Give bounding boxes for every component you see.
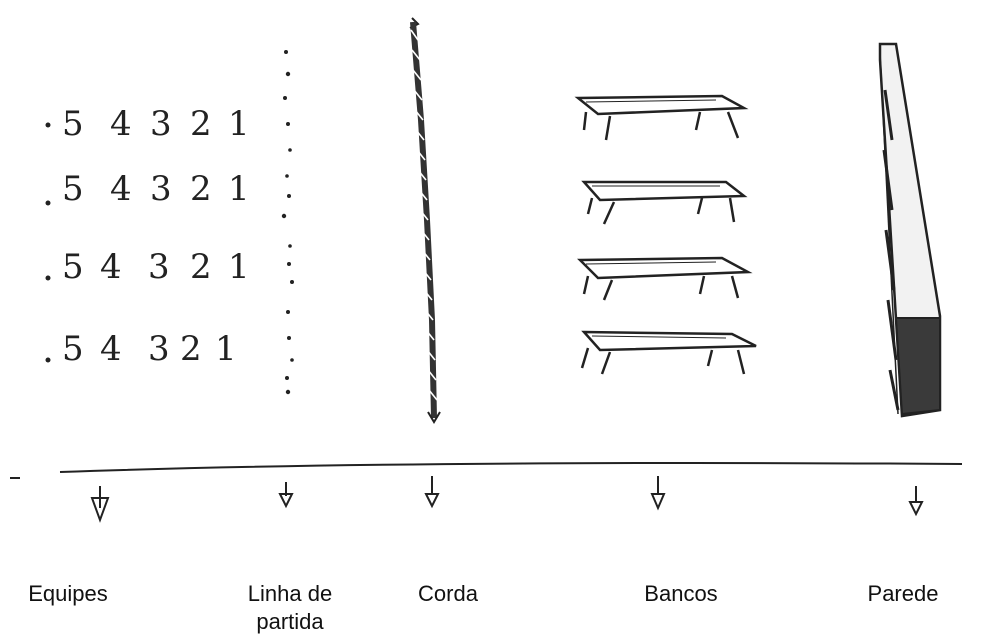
label-bancos-text: Bancos <box>644 581 718 606</box>
team-digit: 3 <box>148 329 170 369</box>
arrow-down-icon <box>278 482 294 509</box>
label-corda-text: Corda <box>418 581 478 606</box>
team-digit: 3 <box>150 169 172 209</box>
team-digit: 2 <box>190 247 212 287</box>
team-digit: 2 <box>190 104 212 144</box>
label-parede-text: Parede <box>867 581 939 606</box>
team-digit: 4 <box>110 104 132 144</box>
starting-line-dots <box>281 50 294 395</box>
arrow-down-icon <box>424 476 440 509</box>
baseline <box>10 462 963 479</box>
rope <box>409 17 441 424</box>
label-corda: Corda <box>400 580 496 608</box>
team-digit: 3 <box>148 247 170 287</box>
team-digit: 1 <box>228 247 250 287</box>
label-parede: Parede <box>848 580 958 608</box>
label-linha-line2: partida <box>256 609 324 634</box>
team-digit: 1 <box>228 104 250 144</box>
team-digit: 4 <box>100 329 122 369</box>
team-digit: 3 <box>150 104 172 144</box>
team-digit: 2 <box>180 329 202 369</box>
team-digit: 4 <box>110 169 132 209</box>
team-digit: 4 <box>100 247 122 287</box>
bench <box>574 94 749 141</box>
label-linha-line1: Linha de <box>247 581 333 606</box>
bench <box>581 180 748 225</box>
team-marker-dot <box>45 275 51 281</box>
label-linha-de-partida: Linha de partida <box>230 580 350 636</box>
team-marker-dot <box>45 122 51 128</box>
hand-drawn-illustration: 5 4 3 2 1 5 4 3 2 1 5 4 3 2 1 5 4 3 2 <box>10 17 963 523</box>
team-row: 5 4 3 2 1 <box>45 104 250 144</box>
team-digit: 5 <box>62 329 84 369</box>
team-digit: 2 <box>190 169 212 209</box>
team-marker-dot <box>45 200 51 206</box>
bench <box>577 256 753 301</box>
team-digit: 5 <box>62 169 84 209</box>
team-digit: 5 <box>62 104 84 144</box>
arrow-down-icon <box>90 486 110 523</box>
team-row: 5 4 3 2 1 <box>45 247 250 287</box>
label-equipes: Equipes <box>18 580 118 608</box>
arrow-down-icon <box>650 476 666 511</box>
wall <box>878 42 942 418</box>
arrow-down-icon <box>908 486 924 517</box>
label-equipes-text: Equipes <box>28 581 108 606</box>
team-digit: 5 <box>62 247 84 287</box>
team-row: 5 4 3 2 1 <box>45 169 250 209</box>
label-bancos: Bancos <box>626 580 736 608</box>
bench <box>580 330 757 375</box>
team-digit: 1 <box>228 169 250 209</box>
team-marker-dot <box>45 357 51 363</box>
team-row: 5 4 3 2 1 <box>45 329 237 369</box>
team-digit: 1 <box>215 329 237 369</box>
